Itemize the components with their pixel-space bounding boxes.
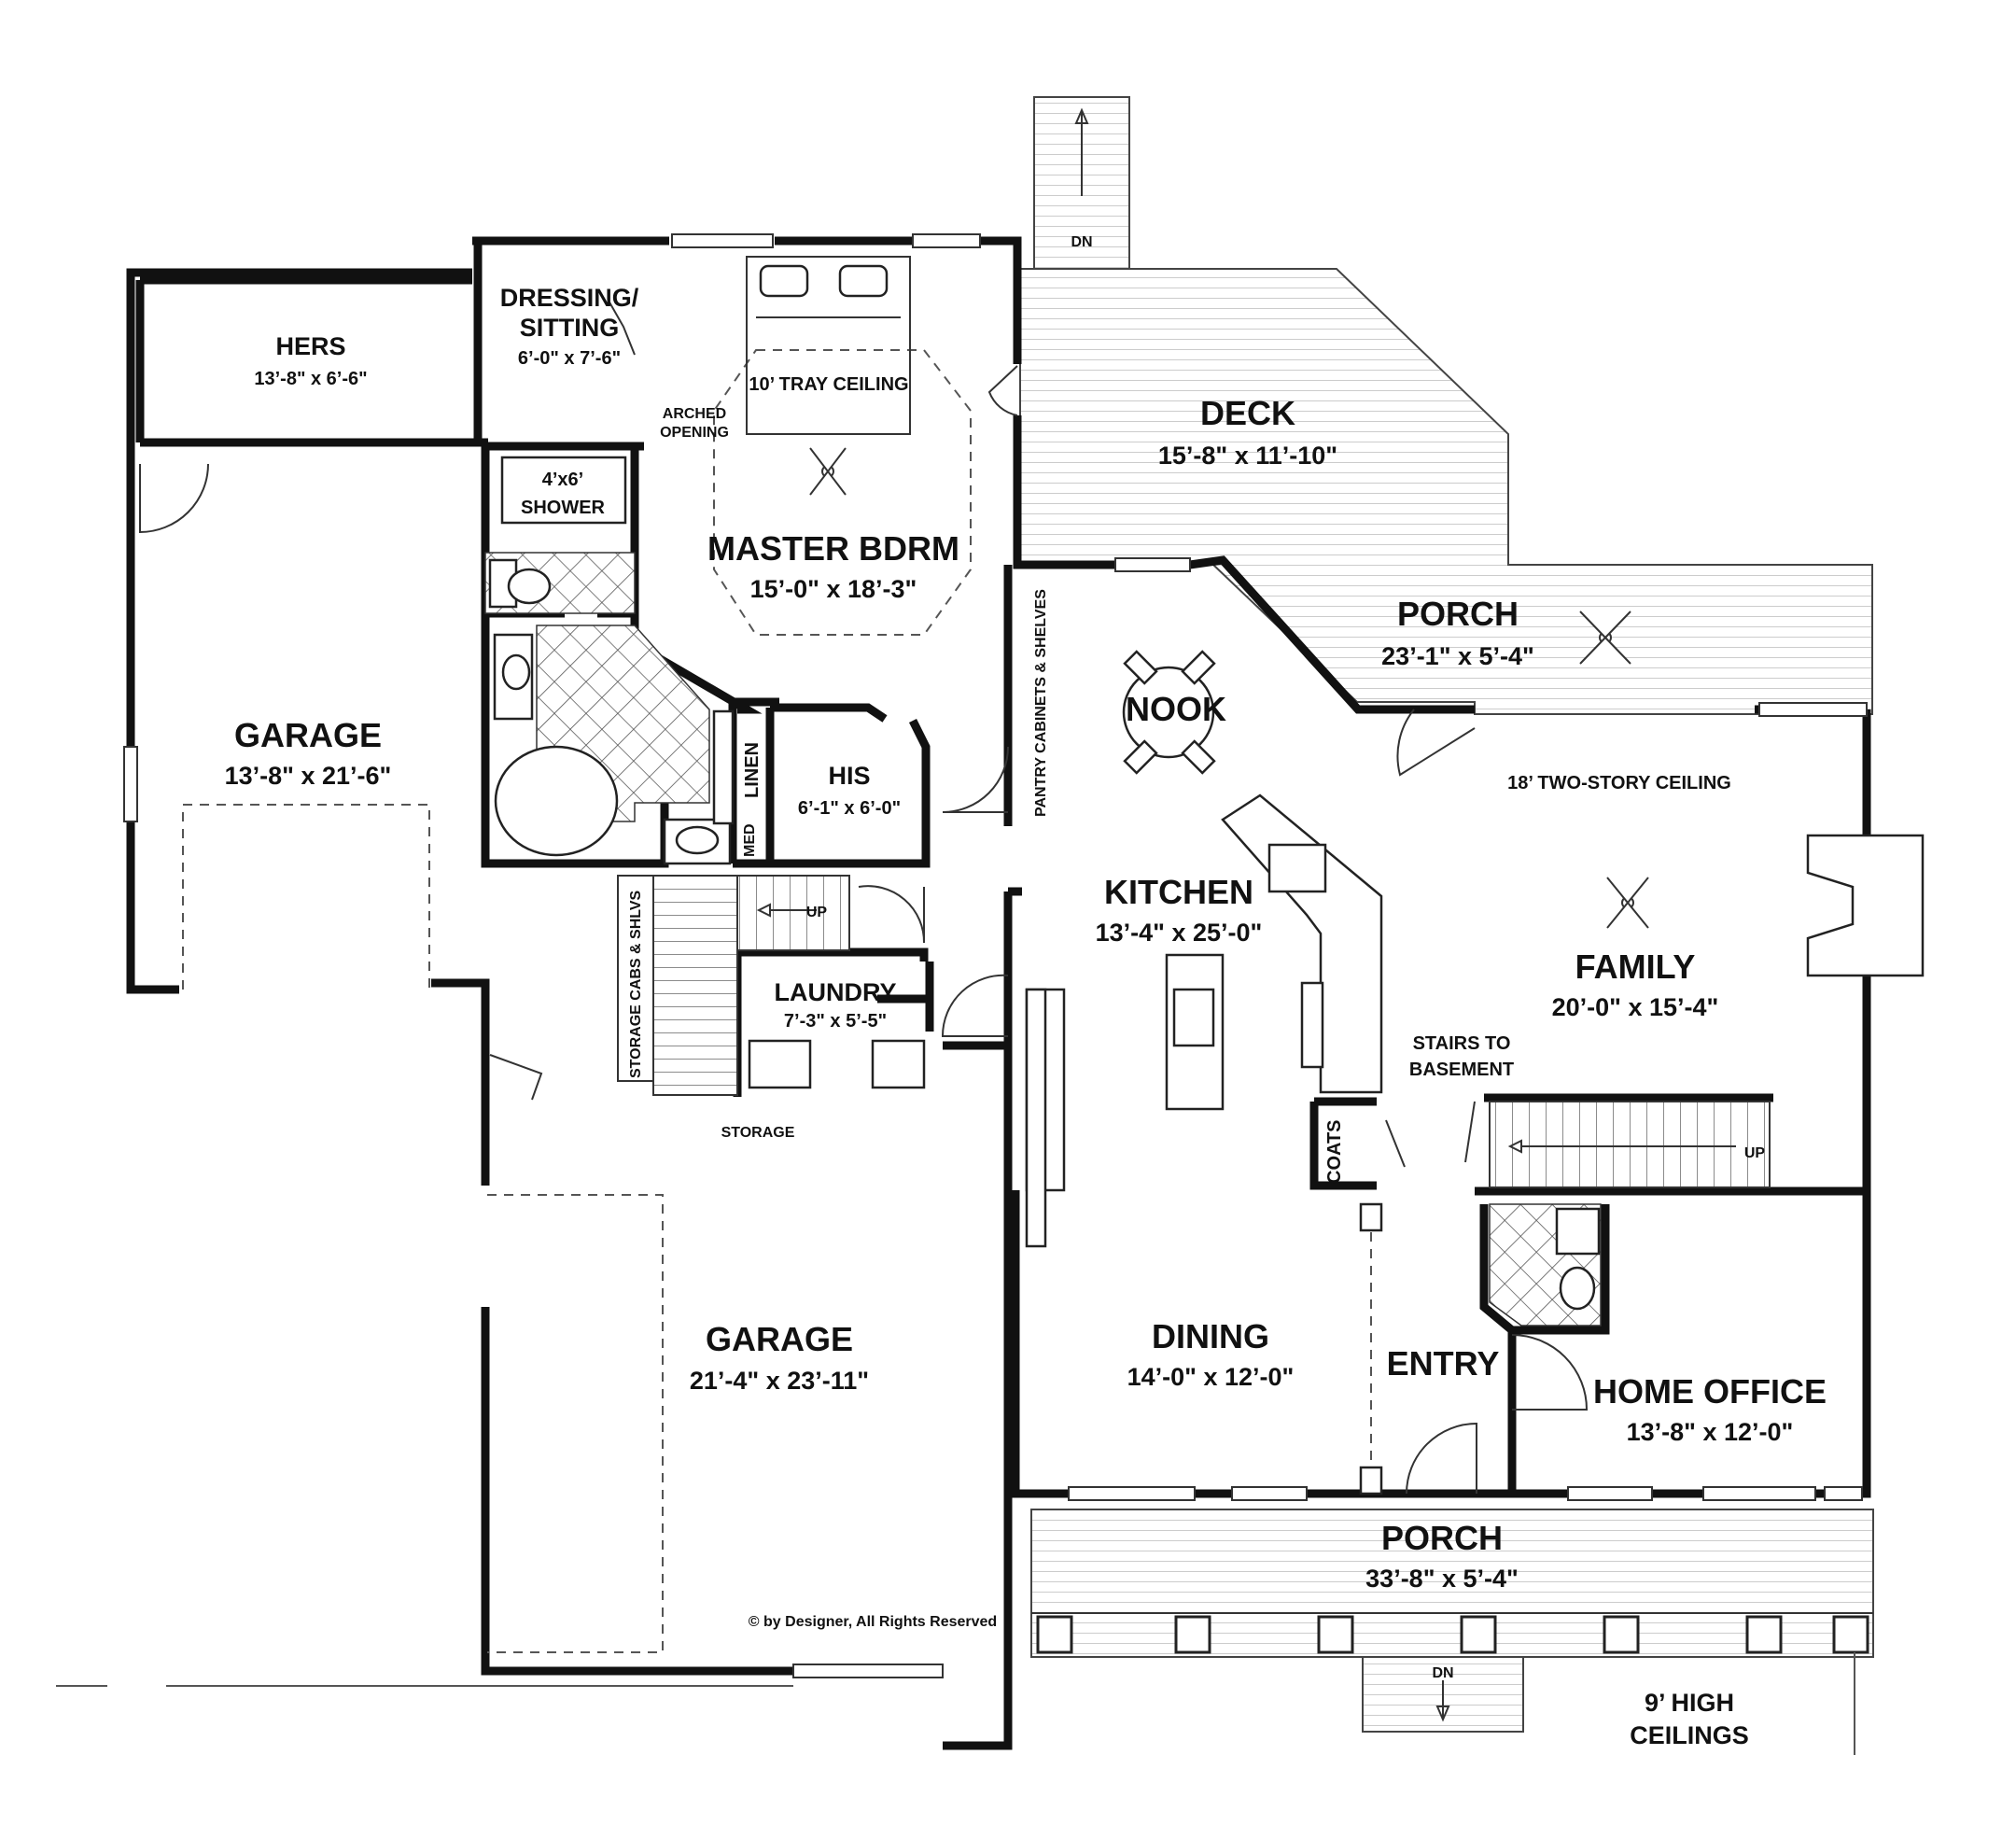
- master-bath-fixtures: [484, 456, 735, 865]
- storage-label: STORAGE: [721, 1125, 795, 1141]
- room-porch-front: PORCH 33’-8" x 5’-4" DN: [1365, 1519, 1519, 1681]
- room-master: MASTER BDRM 15’-0" x 18’-3": [707, 529, 959, 603]
- room-porch-rear: PORCH 23’-1" x 5’-4": [1381, 595, 1534, 670]
- ceilings-line-1: 9’ HIGH: [1645, 1689, 1734, 1717]
- room-deck: DECK 15’-8" x 11’-10" DN: [1071, 234, 1337, 470]
- shower-line-2: SHOWER: [521, 498, 606, 518]
- deck-stair-dn: DN: [1071, 234, 1092, 250]
- tray-ceiling: [713, 256, 972, 636]
- deck-dims: 15’-8" x 11’-10": [1158, 442, 1337, 470]
- hers-dims: 13’-8" x 6’-6": [254, 369, 367, 389]
- ceilings-note: 9’ HIGH CEILINGS: [1630, 1689, 1749, 1749]
- powder-room-fixtures: [1489, 1203, 1602, 1327]
- dining-dims: 14’-0" x 12’-0": [1127, 1363, 1295, 1391]
- stairs-to-basement-note: STAIRS TO BASEMENT: [1409, 1033, 1514, 1080]
- room-home-office: HOME OFFICE 13’-8" x 12’-0": [1593, 1372, 1827, 1446]
- porch-rear-name: PORCH: [1397, 595, 1519, 633]
- nook-table: [1122, 650, 1216, 775]
- room-garage-large: GARAGE 21’-4" x 23’-11": [690, 1320, 869, 1395]
- pantry-label: PANTRY CABINETS & SHELVES: [1033, 589, 1049, 817]
- storage-cabs-label: STORAGE CABS & SHLVS: [628, 890, 644, 1078]
- med-label: MED: [742, 823, 758, 857]
- master-name: MASTER BDRM: [707, 529, 959, 568]
- family-name: FAMILY: [1575, 948, 1696, 986]
- stairs-up-label: UP: [1744, 1145, 1766, 1161]
- site-lines: [56, 1652, 1855, 1755]
- door-swings: [139, 300, 1589, 1495]
- porch-front-dims: 33’-8" x 5’-4": [1365, 1565, 1519, 1593]
- home-office-name: HOME OFFICE: [1593, 1372, 1827, 1411]
- fireplace: [1806, 834, 1925, 977]
- arched-opening-note: ARCHED OPENING: [660, 406, 729, 441]
- dressing-name-2: SITTING: [520, 314, 620, 342]
- room-kitchen: KITCHEN 13’-4" x 25’-0": [1096, 873, 1263, 947]
- garage-small-name: GARAGE: [234, 716, 382, 754]
- basement-line-2: BASEMENT: [1409, 1060, 1514, 1080]
- kitchen-name: KITCHEN: [1104, 873, 1253, 911]
- ceiling-fan-icon: [809, 447, 847, 496]
- deck-stairs: [1033, 96, 1130, 270]
- his-dims: 6’-1" x 6’-0": [798, 798, 901, 819]
- home-office-dims: 13’-8" x 12’-0": [1627, 1418, 1794, 1446]
- two-story-label: 18’ TWO-STORY CEILING: [1507, 773, 1731, 793]
- laundry-name: LAUNDRY: [775, 978, 897, 1006]
- basement-stairs: [1489, 1101, 1771, 1188]
- room-garage-small: GARAGE 13’-8" x 21’-6": [225, 716, 392, 790]
- family-fan-icon: [1606, 877, 1649, 929]
- family-dims: 20’-0" x 15’-4": [1552, 993, 1719, 1021]
- basement-line-1: STAIRS TO: [1413, 1033, 1511, 1054]
- nook-name: NOOK: [1126, 690, 1226, 728]
- room-laundry: LAUNDRY 7’-3" x 5’-5": [775, 978, 897, 1032]
- porch-rear-dims: 23’-1" x 5’-4": [1381, 642, 1534, 670]
- garage-large-name: GARAGE: [706, 1320, 853, 1358]
- shower-line-1: 4’x6’: [542, 470, 583, 490]
- kitchen-counters: [1025, 793, 1383, 1248]
- laundry-fixtures: [748, 1039, 926, 1089]
- entry-columns: [1359, 1202, 1383, 1495]
- master-dims: 15’-0" x 18’-3": [750, 575, 917, 603]
- deck-name: DECK: [1200, 394, 1295, 432]
- linen-label: LINEN: [742, 742, 763, 798]
- room-shower: 4’x6’ SHOWER: [521, 470, 606, 518]
- entry-name: ENTRY: [1387, 1344, 1500, 1383]
- copyright-note: © by Designer, All Rights Reserved: [749, 1614, 997, 1630]
- kitchen-dims: 13’-4" x 25’-0": [1096, 919, 1263, 947]
- dressing-name-1: DRESSING/: [500, 284, 639, 312]
- front-porch-surface: [1030, 1509, 1874, 1733]
- laundry-dims: 7’-3" x 5’-5": [784, 1011, 887, 1032]
- his-name: HIS: [828, 762, 870, 790]
- coats-label: COATS: [1324, 1119, 1345, 1184]
- porch-front-name: PORCH: [1381, 1519, 1503, 1557]
- arched-line-2: OPENING: [660, 425, 729, 441]
- tray-ceiling-label: 10’ TRAY CEILING: [749, 374, 908, 395]
- porch-front-stair-dn: DN: [1432, 1665, 1453, 1681]
- windows: [123, 233, 1874, 1678]
- hers-name: HERS: [275, 332, 345, 360]
- room-dressing: DRESSING/ SITTING 6’-0" x 7’-6": [500, 284, 639, 369]
- arched-line-1: ARCHED: [663, 406, 726, 422]
- porch-fan-icon: [1579, 611, 1631, 665]
- dressing-dims: 6’-0" x 7’-6": [518, 348, 621, 369]
- garage-large-dims: 21’-4" x 23’-11": [690, 1367, 869, 1395]
- ceilings-line-2: CEILINGS: [1630, 1721, 1749, 1749]
- garage-stairs: [617, 875, 850, 1096]
- garage-stairs-up-label: UP: [806, 905, 828, 920]
- garage-small-dims: 13’-8" x 21’-6": [225, 762, 392, 790]
- room-family: FAMILY 20’-0" x 15’-4": [1552, 948, 1719, 1021]
- dining-name: DINING: [1152, 1317, 1269, 1355]
- garage-door-outlines: [182, 804, 664, 1653]
- room-his: HIS 6’-1" x 6’-0": [798, 762, 901, 819]
- room-hers: HERS 13’-8" x 6’-6": [254, 332, 367, 389]
- room-dining: DINING 14’-0" x 12’-0": [1127, 1317, 1295, 1391]
